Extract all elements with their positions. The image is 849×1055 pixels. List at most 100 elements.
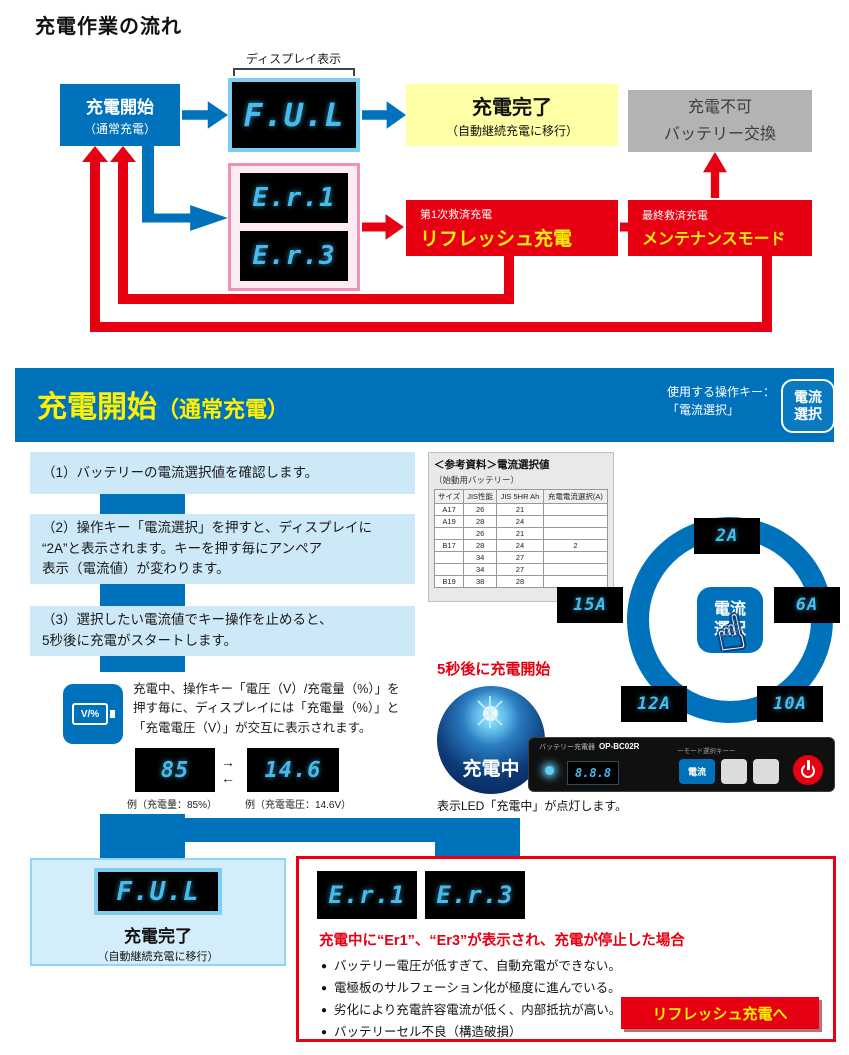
feedback-line-maintenance-vertical <box>762 256 772 322</box>
error-display-panel: E.r.1 E.r.3 <box>228 163 360 291</box>
complete-result-label: 充電完了 <box>124 927 192 946</box>
section-title: 充電開始（通常充電） <box>37 391 290 424</box>
led-display-percent: 85 <box>135 748 215 792</box>
battery-replace-label: バッテリー交換 <box>663 126 776 143</box>
led-display-15a: 15A <box>557 587 623 623</box>
step-1-box: （1）バッテリーの電流選択値を確認します。 <box>30 452 415 494</box>
reference-subtitle: （始動用バッテリー） <box>434 475 520 485</box>
section-header: 充電開始（通常充電） 使用する操作キー： 「電流選択」 電流 選択 <box>15 368 835 442</box>
complete-result-box: F.U.L 充電完了 （自動継続充電に移行） <box>30 858 286 966</box>
arrow-display-to-complete <box>362 101 406 129</box>
charging-led-caption: 表示LED「充電中」が点灯します。 <box>437 799 628 813</box>
charge-unavailable-box: 充電不可 バッテリー交換 <box>628 90 812 152</box>
led-display-ful-bottom: F.U.L <box>94 868 222 915</box>
charging-led-callout: 充電中 <box>437 686 545 794</box>
voltage-example-caption: 例（充電電圧：14.6V） <box>245 800 352 811</box>
current-select-key-icon: 電流 選択 <box>781 379 835 433</box>
feedback-line-refresh-horizontal <box>118 294 514 304</box>
led-display-voltage: 14.6 <box>247 748 339 792</box>
reference-col-header: JIS性能 <box>463 489 498 504</box>
error-causes-list: バッテリー電圧が低すぎて、自動充電ができない。電極板のサルフェーション化が極度に… <box>321 956 621 1044</box>
arrow-error-to-refresh <box>362 214 404 240</box>
panel-mode-key <box>721 759 747 784</box>
key-usage-note: 使用する操作キー： 「電流選択」 <box>667 385 776 417</box>
bottom-connector-horizontal <box>100 818 520 842</box>
error-result-box: E.r.1 E.r.3 充電中に“Er1”、“Er3”が表示され、充電が停止した… <box>296 856 836 1042</box>
charging-led-label: 充電中 <box>462 759 520 780</box>
panel-current-key: 電流 <box>679 759 715 784</box>
led-display-er1: E.r.1 <box>240 173 348 223</box>
step-2-box: （2）操作キー「電流選択」を押すと、ディスプレイに “2A”と表示されます。キー… <box>30 514 415 584</box>
voltage-note-text: 充電中、操作キー「電圧（V）/充電量（%）」を 押す毎に、ディスプレイには「充電… <box>133 682 400 735</box>
refresh-charge-box: 第1次救済充電 リフレッシュ充電 <box>406 200 618 256</box>
led-display-er3-bottom: E.r.3 <box>425 871 525 919</box>
refresh-charge-tag: 第1次救済充電 <box>420 208 493 221</box>
error-cause-item: 電極板のサルフェーション化が極度に進んでいる。 <box>321 978 621 1000</box>
panel-power-button <box>793 755 823 785</box>
panel-charging-led-icon <box>545 766 554 775</box>
led-display-er3: E.r.3 <box>240 231 348 281</box>
panel-key-group-label: ーモード選択キーー <box>677 748 736 755</box>
feedback-line-refresh-up <box>118 160 128 294</box>
charge-complete-sublabel: （自動継続充電に移行） <box>445 124 578 138</box>
led-display-12a: 12A <box>621 686 687 722</box>
panel-led-display: 8.8.8 <box>567 761 619 785</box>
reference-col-header: JIS 5HR Ah <box>496 489 544 504</box>
arrow-start-to-display <box>182 101 228 129</box>
charge-complete-label: 充電完了 <box>472 97 552 119</box>
led-display-er1-bottom: E.r.1 <box>317 871 417 919</box>
start-charge-box: 充電開始 （通常充電） <box>60 84 180 146</box>
charge-start-note: 5秒後に充電開始 <box>437 661 551 678</box>
led-display-10a: 10A <box>757 686 823 722</box>
feedback-line-refresh-vertical <box>504 256 514 304</box>
alternate-arrows-icon: → ← <box>221 754 235 786</box>
feedback-arrowhead-refresh <box>110 146 136 162</box>
refresh-charge-label: リフレッシュ充電 <box>420 228 573 250</box>
feedback-line-maintenance-horizontal <box>90 322 772 332</box>
display-indicator-label: ディスプレイ表示 <box>246 52 342 66</box>
panel-mode-key <box>753 759 779 784</box>
error-cause-item: 劣化により充電許容電流が低く、内部抵抗が高い。 <box>321 1000 621 1022</box>
charger-model-label: OP-BC02R <box>599 742 640 751</box>
feedback-line-maintenance-up <box>90 160 100 322</box>
step-3-box: （3）選択したい電流値でキー操作を止めると、 5秒後に充電がスタートします。 <box>30 606 415 656</box>
maintenance-mode-label: メンテナンスモード <box>642 231 786 248</box>
charge-unavailable-label: 充電不可 <box>687 98 752 116</box>
battery-shell-icon: V/% <box>72 703 108 725</box>
connector-start-to-error <box>142 146 154 218</box>
arrow-maintenance-to-unavailable <box>703 152 727 198</box>
error-warning-title: 充電中に“Er1”、“Er3”が表示され、充電が停止した場合 <box>319 933 685 949</box>
start-charge-sublabel: （通常充電） <box>83 122 156 136</box>
reference-title: ＜参考資料＞電流選択値 <box>434 459 550 471</box>
reference-col-header: サイズ <box>433 489 465 504</box>
voltage-note-card: V/% 充電中、操作キー「電圧（V）/充電量（%）」を 押す毎に、ディスプレイに… <box>55 672 415 814</box>
charge-complete-box: 充電完了 （自動継続充電に移行） <box>406 84 618 146</box>
battery-voltage-icon: V/% <box>63 684 123 744</box>
bottom-connector-to-complete <box>100 842 185 862</box>
reference-col-header: 充電電流選択(A) <box>542 489 609 504</box>
step-connector-2 <box>100 584 185 606</box>
display-indicator-bracket <box>233 68 355 76</box>
battery-nub <box>110 710 115 718</box>
page-title: 充電作業の流れ <box>35 16 182 38</box>
led-display-2a: 2A <box>694 518 760 554</box>
error-cause-item: バッテリー電圧が低すぎて、自動充電ができない。 <box>321 956 621 978</box>
led-display-ful: F.U.L <box>228 78 360 152</box>
start-charge-label: 充電開始 <box>86 98 154 117</box>
percent-example-caption: 例（充電量：85%） <box>127 800 218 811</box>
error-cause-item: バッテリーセル不良（構造破損） <box>321 1022 621 1044</box>
maintenance-mode-tag: 最終救済充電 <box>642 210 708 222</box>
feedback-arrowhead-maintenance <box>82 146 108 162</box>
arrow-to-error-display <box>142 205 228 231</box>
current-select-key-large: 電流 選択 <box>697 587 763 653</box>
